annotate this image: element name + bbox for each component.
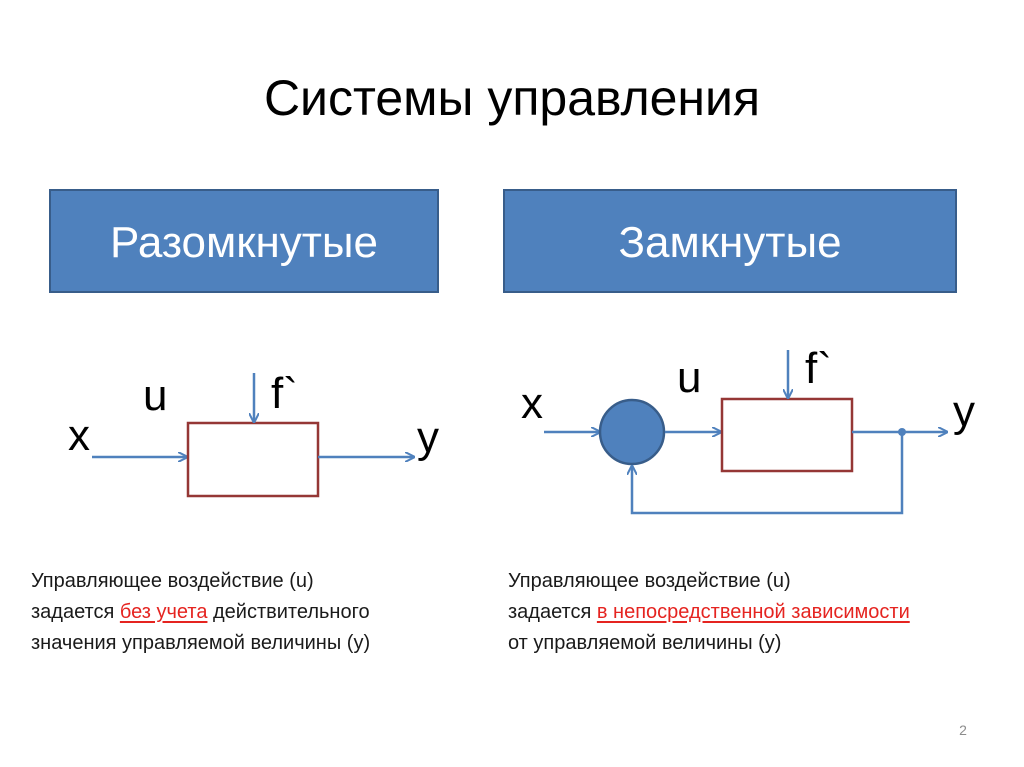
- closed-output-label: y: [953, 387, 975, 436]
- open-desc-line-1: Управляющее воздействие (u): [31, 570, 314, 592]
- comparator-circle: [598, 398, 666, 466]
- open-input-label: x: [68, 411, 90, 460]
- closed-control-label: u: [677, 353, 701, 402]
- closed-disturbance-label: f`: [805, 344, 832, 393]
- open-desc-highlight: без учета: [119, 601, 208, 623]
- open-desc-line-2: задается без учета действительного: [31, 597, 370, 628]
- closed-desc-line-2: задается в непосредственной зависимости: [508, 597, 910, 628]
- open-desc-line-2-end: действительного: [207, 601, 370, 623]
- feedback-path-arrow: [632, 432, 904, 515]
- open-disturbance-label: f`: [271, 369, 298, 418]
- open-loop-description: Управляющее воздействие (u) задается без…: [31, 566, 370, 659]
- category-open-loop: Разомкнутые: [49, 189, 439, 293]
- closed-desc-highlight: в непосредственной зависимости: [596, 601, 910, 623]
- closed-loop-description: Управляющее воздействие (u) задается в н…: [508, 566, 910, 659]
- page-title: Системы управления: [263, 70, 761, 126]
- open-plant-block: [186, 421, 320, 498]
- open-loop-diagram: x u f` y: [68, 369, 439, 498]
- closed-plant-block: [720, 397, 854, 473]
- closed-input-label: x: [521, 379, 543, 428]
- closed-desc-line-1: Управляющее воздействие (u): [508, 570, 791, 592]
- open-control-label: u: [143, 371, 167, 420]
- page-number: 2: [959, 722, 967, 738]
- open-output-label: y: [417, 413, 439, 462]
- category-closed-loop: Замкнутые: [503, 189, 957, 293]
- closed-desc-line-3: от управляемой величины (y): [508, 632, 782, 654]
- closed-loop-diagram: x u f` y: [521, 344, 975, 515]
- closed-desc-line-2-start: задается: [508, 601, 597, 623]
- open-desc-line-3: значения управляемой величины (y): [31, 632, 371, 654]
- open-desc-line-2-start: задается: [31, 601, 120, 623]
